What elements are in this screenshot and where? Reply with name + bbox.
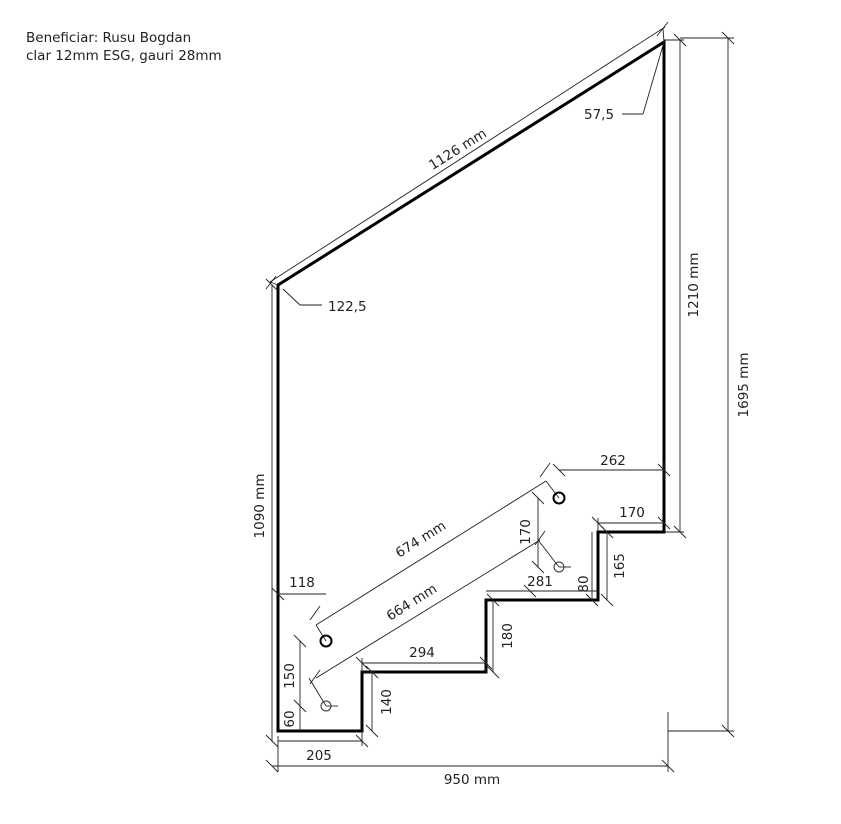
hole-upper-right — [552, 491, 566, 505]
dim-lower-step-rise: 140 — [379, 689, 395, 715]
beneficiary-label: Beneficiar: Rusu Bogdan — [26, 30, 192, 46]
dim-third-tread: 281 — [527, 574, 553, 590]
dim-right-edge: 1210 mm — [686, 253, 702, 318]
dim-top-tread: 170 — [619, 505, 645, 521]
dim-left-edge: 1090 mm — [252, 474, 268, 539]
glass-spec-label: clar 12mm ESG, gauri 28mm — [26, 48, 222, 64]
hole-lower-right — [553, 561, 565, 573]
hole-upper-left — [319, 634, 333, 648]
dim-second-riser: 180 — [500, 623, 516, 649]
dim-top-edge: 1126 mm — [426, 126, 489, 174]
dim-corner-left: 122,5 — [328, 299, 367, 315]
dim-lower-hole-span: 664 mm — [384, 581, 440, 625]
panel-outline — [276, 39, 666, 733]
dim-third-riser: 80 — [576, 575, 592, 592]
dim-lower-hole-pair: 150 — [282, 663, 298, 689]
dim-bottom-step: 205 — [306, 748, 332, 764]
dim-hole-from-floor: 60 — [282, 710, 298, 727]
dim-upper-hole-pair: 170 — [518, 519, 534, 545]
dim-upper-hole-span: 674 mm — [393, 518, 449, 562]
dimension-lines — [265, 21, 735, 773]
hole-lower-left — [320, 700, 332, 712]
dim-overall-height: 1695 mm — [736, 353, 752, 418]
dim-overall-width: 950 mm — [444, 772, 500, 788]
dim-upper-hole-from-right: 262 — [600, 453, 626, 469]
dim-hole-from-left: 118 — [289, 575, 315, 591]
dim-top-riser: 165 — [612, 553, 628, 579]
dim-corner-top: 57,5 — [584, 107, 614, 123]
dim-second-tread: 294 — [409, 645, 435, 661]
